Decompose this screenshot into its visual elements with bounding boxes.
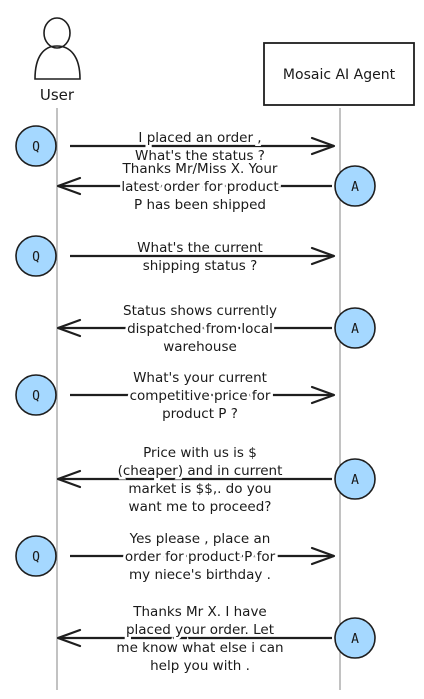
message-text-line: competitive price for — [130, 388, 271, 404]
question-node: Q — [15, 125, 57, 167]
arrow-head-icon — [310, 385, 336, 405]
message-text-line: P has been shipped — [134, 197, 266, 213]
message-text-line: Status shows currently — [123, 303, 277, 319]
arrow-head-icon — [310, 246, 336, 266]
arrow-head-icon — [310, 136, 336, 156]
svg-text:A: A — [351, 632, 359, 647]
message-text-line: product P ? — [162, 406, 238, 422]
message-text-line: help you with . — [150, 658, 250, 674]
arrow-head-icon — [56, 176, 82, 196]
message-6: Price with us is $ (cheaper) and in curre… — [56, 443, 376, 518]
message-7: Yes please , place an order for product P… — [15, 529, 336, 586]
message-text-line: latest order for product — [121, 179, 278, 195]
message-5: What's your current competitive price for… — [15, 368, 336, 425]
svg-text:Q: Q — [32, 250, 40, 265]
message-text-line: placed your order. Let — [126, 622, 274, 638]
user-actor-label: User — [40, 86, 75, 104]
user-actor-icon — [34, 17, 81, 80]
agent-actor-label: Mosaic AI Agent — [283, 67, 396, 83]
message-text-line: market is $$,. do you — [128, 481, 271, 497]
arrow-head-icon — [310, 546, 336, 566]
message-text-line: order for product P for — [125, 549, 276, 565]
message-text-line: (cheaper) and in current — [118, 463, 283, 479]
message-text-line: I placed an order , — [138, 130, 261, 146]
arrow-head-icon — [56, 469, 82, 489]
message-text-line: want me to proceed? — [129, 499, 272, 515]
message-text-line: What's the status ? — [135, 148, 265, 164]
question-node: Q — [15, 235, 57, 277]
message-list: I placed an order , What's the status ? Q T… — [15, 125, 376, 677]
message-2: Thanks Mr/Miss X. Your latest order for p… — [56, 159, 376, 216]
question-node: Q — [15, 535, 57, 577]
message-1: I placed an order , What's the status ? Q — [15, 125, 336, 167]
answer-node: A — [334, 165, 376, 207]
svg-text:Q: Q — [32, 140, 40, 155]
svg-text:A: A — [351, 180, 359, 195]
agent-actor-box — [263, 42, 415, 106]
arrow-head-icon — [56, 628, 82, 648]
answer-node: A — [334, 617, 376, 659]
message-4: Status shows currently dispatched from lo… — [56, 301, 376, 358]
svg-text:A: A — [351, 473, 359, 488]
message-8: Thanks Mr X. I have placed your order. Le… — [56, 602, 376, 677]
message-text-line: dispatched from local — [127, 321, 273, 337]
svg-text:Q: Q — [32, 550, 40, 565]
message-3: What's the current shipping status ? Q — [15, 235, 336, 277]
message-text-line: Yes please , place an — [129, 531, 271, 547]
message-text-line: Thanks Mr/Miss X. Your — [122, 161, 278, 177]
message-text-line: What's the current — [137, 240, 263, 256]
answer-node: A — [334, 307, 376, 349]
message-text-line: Price with us is $ — [143, 445, 257, 461]
svg-text:Q: Q — [32, 389, 40, 404]
arrow-head-icon — [56, 318, 82, 338]
svg-text:A: A — [351, 322, 359, 337]
message-text-line: my niece's birthday . — [129, 567, 271, 583]
message-text-line: me know what else i can — [116, 640, 283, 656]
message-text-line: shipping status ? — [143, 258, 258, 274]
message-text-line: What's your current — [133, 370, 267, 386]
message-text-line: Thanks Mr X. I have — [132, 604, 267, 620]
answer-node: A — [334, 458, 376, 500]
message-text-line: warehouse — [163, 339, 237, 355]
question-node: Q — [15, 374, 57, 416]
